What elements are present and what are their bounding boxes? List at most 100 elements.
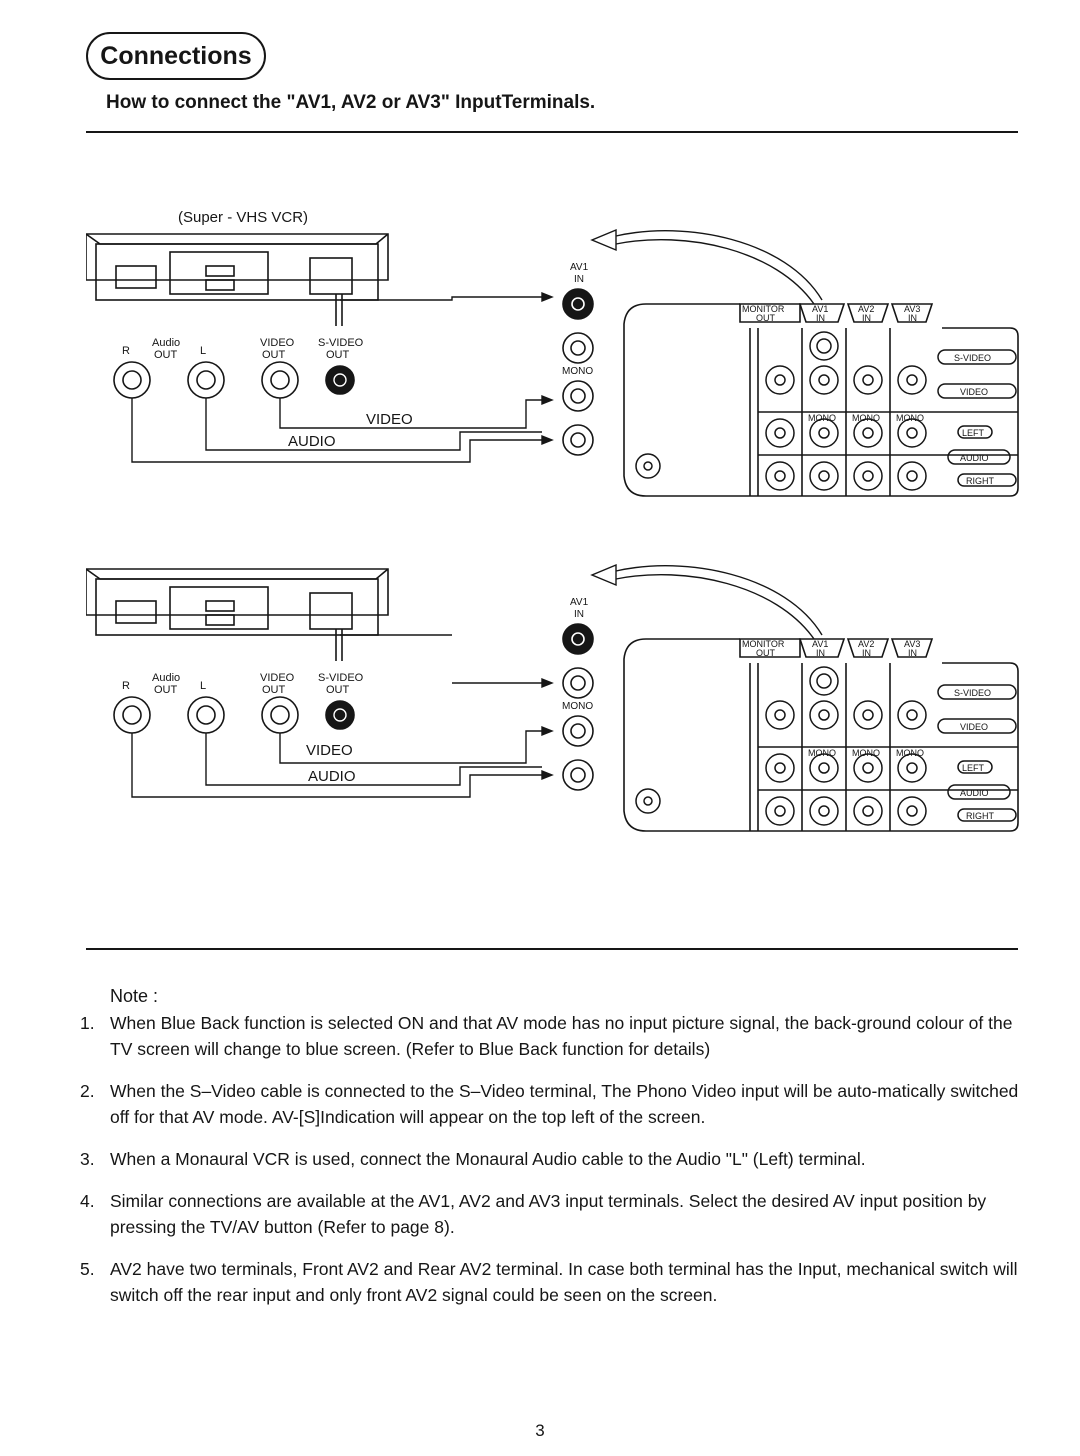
rear-panel: [623, 303, 1019, 497]
rear-av1-in-label: IN: [816, 648, 825, 658]
vcr-l-label: L: [200, 345, 206, 357]
rear-monitor-label: MONITOR: [742, 304, 785, 314]
vcr-video-out-label: OUT: [262, 684, 286, 696]
front-audio-r-jack: [562, 759, 594, 791]
rear-left-text: LEFT: [962, 428, 985, 438]
vcr-svideo-out-label: OUT: [326, 684, 350, 696]
note-text: Similar connections are available at the…: [110, 1191, 987, 1237]
vcr-r-label: R: [122, 680, 130, 692]
rear-av1-label: AV1: [812, 639, 828, 649]
front-video-jack: [562, 667, 594, 699]
note-text: When the S–Video cable is connected to t…: [110, 1081, 1019, 1127]
vcr-audio-label: Audio: [152, 672, 180, 684]
video-out-jack: [261, 361, 299, 399]
note-number: 4.: [80, 1191, 95, 1211]
rear-mono-label: MONO: [808, 748, 836, 758]
rear-audio-r-jacks: [765, 796, 927, 826]
rear-av2-in-label: IN: [862, 313, 871, 323]
rear-audio-tag: [947, 784, 1011, 800]
rear-monitor-out-label: OUT: [756, 313, 776, 323]
cable-audio-label: AUDIO: [308, 768, 356, 785]
vcr-video-label: VIDEO: [260, 672, 295, 684]
rear-svideo-text: S-VIDEO: [954, 353, 991, 363]
note-item: 4. Similar connections are available at t…: [80, 1188, 1025, 1240]
note-number: 1.: [80, 1013, 95, 1033]
rear-audio-r-jacks: [765, 461, 927, 491]
vcr-r-label: R: [122, 345, 130, 357]
connection-diagram-video: R Audio OUT L VIDEO OUT S-VIDEO OUT VIDE…: [86, 563, 1019, 832]
note-number: 2.: [80, 1081, 95, 1101]
rear-left-tag: [957, 760, 993, 774]
rear-audio-text: AUDIO: [960, 788, 989, 798]
vcr-svideo-out-label: OUT: [326, 349, 350, 361]
note-number: 5.: [80, 1259, 95, 1279]
rear-mono-label-3: MONO: [896, 748, 924, 758]
note-item: 5.AV2 have two terminals, Front AV2 and …: [80, 1256, 1025, 1308]
svideo-out-jack: [325, 365, 355, 395]
rear-panel: [623, 638, 1019, 832]
cable-wiring: [131, 634, 554, 798]
rear-av3-label: AV3: [904, 639, 920, 649]
vcr-audio-out-label: OUT: [154, 684, 178, 696]
front-mono-label: MONO: [562, 366, 593, 377]
vcr-audio-label: Audio: [152, 337, 180, 349]
front-svideo-jack: [562, 623, 594, 655]
audio-r-jack: [113, 696, 151, 734]
antenna-jack: [635, 788, 661, 814]
rear-svideo-tag: [937, 349, 1017, 365]
note-text: When Blue Back function is selected ON a…: [110, 1013, 1013, 1059]
rear-mono-label-2: MONO: [852, 413, 880, 423]
front-video-jack: [562, 332, 594, 364]
rear-av2-label: AV2: [858, 639, 874, 649]
rear-mono-label-2: MONO: [852, 748, 880, 758]
rear-left-text: LEFT: [962, 763, 985, 773]
bottom-divider: [86, 948, 1018, 950]
note-number: 3.: [80, 1149, 95, 1169]
rear-right-text: RIGHT: [966, 476, 995, 486]
rear-audio-tag: [947, 449, 1011, 465]
front-av1-label: AV1: [570, 597, 589, 608]
front-in-label: IN: [574, 609, 584, 620]
page-subtitle: How to connect the "AV1, AV2 or AV3" Inp…: [106, 92, 596, 113]
rear-monitor-out-label: OUT: [756, 648, 776, 658]
video-out-jack: [261, 696, 299, 734]
front-in-label: IN: [574, 274, 584, 285]
front-audio-l-jack: [562, 380, 594, 412]
rear-svideo-tag: [937, 684, 1017, 700]
audio-l-jack: [187, 361, 225, 399]
vcr-unit: [86, 568, 389, 661]
note-title: Note :: [110, 986, 159, 1006]
vcr-audio-out-label: OUT: [154, 349, 178, 361]
rear-av3-in-label: IN: [908, 648, 917, 658]
rear-video-jacks: [765, 700, 927, 730]
rear-right-tag: [957, 808, 1017, 822]
rear-video-text: VIDEO: [960, 722, 988, 732]
rear-video-tag: [937, 718, 1017, 734]
curved-arrow: [590, 228, 823, 305]
note-text: When a Monaural VCR is used, connect the…: [110, 1149, 866, 1169]
rear-video-tag: [937, 383, 1017, 399]
rear-mono-label-3: MONO: [896, 413, 924, 423]
vcr-video-out-label: OUT: [262, 349, 286, 361]
vcr-video-label: VIDEO: [260, 337, 295, 349]
rear-video-text: VIDEO: [960, 387, 988, 397]
front-av1-label: AV1: [570, 262, 589, 273]
vcr-caption: (Super - VHS VCR): [178, 209, 308, 226]
rear-av1-in-label: IN: [816, 313, 825, 323]
rear-av1-svideo-jack: [809, 331, 839, 361]
rear-left-tag: [957, 425, 993, 439]
rear-monitor-label: MONITOR: [742, 639, 785, 649]
cable-video-label: VIDEO: [366, 411, 413, 428]
audio-l-jack: [187, 696, 225, 734]
antenna-jack: [635, 453, 661, 479]
note-item: 3. When a Monaural VCR is used, connect t…: [80, 1146, 1025, 1172]
curved-arrow: [590, 563, 823, 640]
front-audio-l-jack: [562, 715, 594, 747]
vcr-svideo-label: S-VIDEO: [318, 337, 364, 349]
section-title: Connections: [86, 32, 266, 80]
svideo-out-jack: [325, 700, 355, 730]
cable-video-label: VIDEO: [306, 742, 353, 759]
cable-audio-label: AUDIO: [288, 433, 336, 450]
rear-av2-in-label: IN: [862, 648, 871, 658]
cable-wiring: [131, 291, 554, 463]
